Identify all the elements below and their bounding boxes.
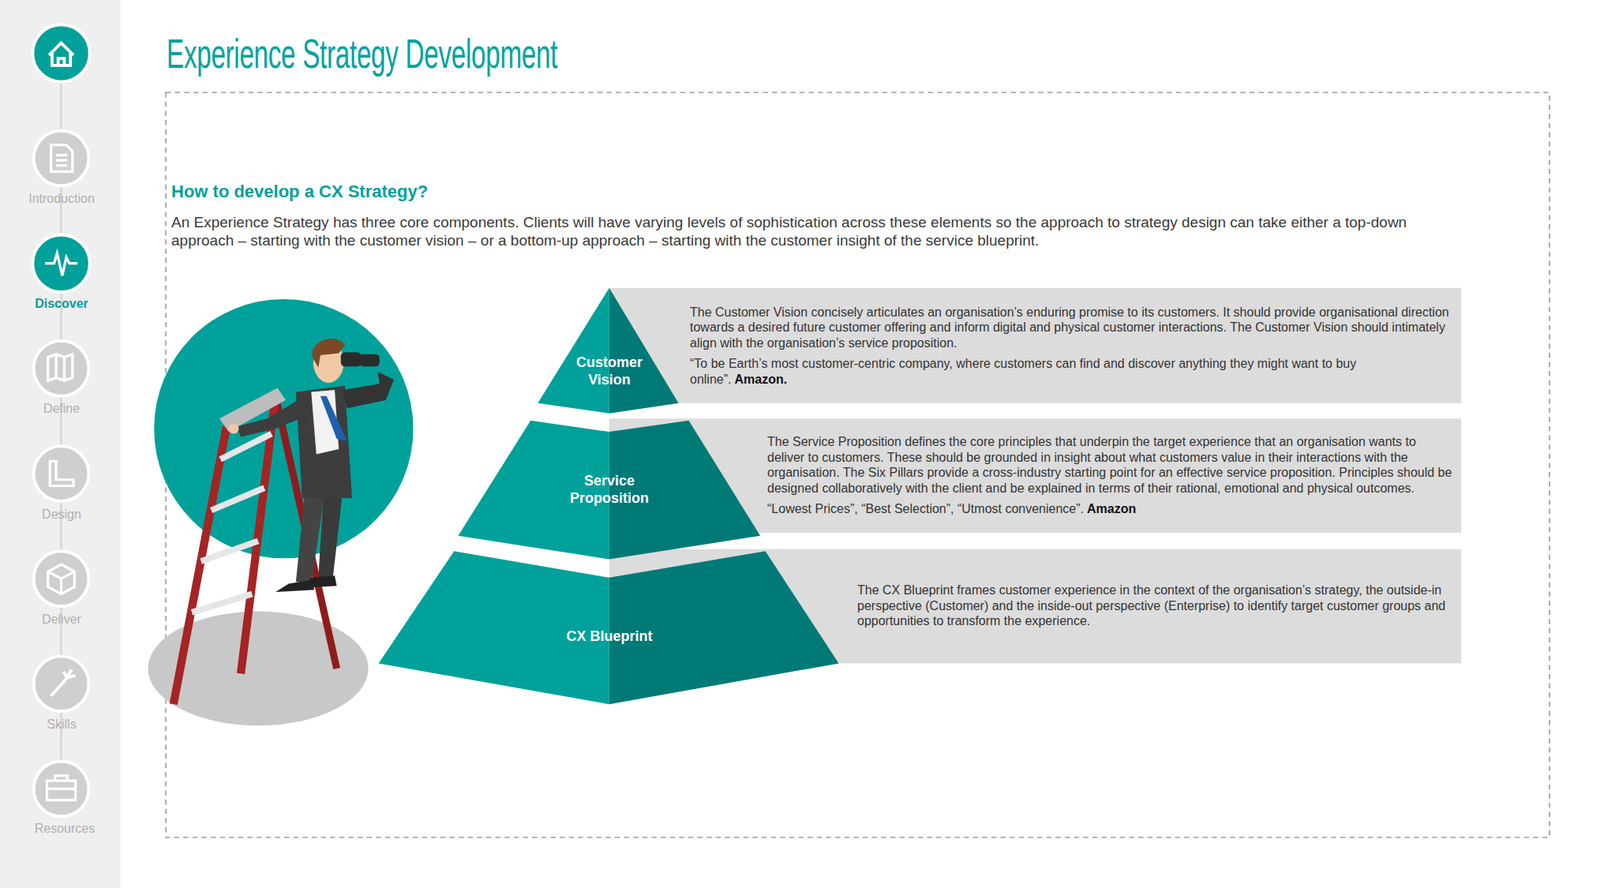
company-name: Amazon: [1086, 502, 1136, 516]
man-on-ladder: [191, 434, 272, 613]
sidebar: [32, 24, 90, 82]
description-band: The CX Blueprint frames customer experie…: [857, 548, 1456, 664]
sidebar: [48, 354, 73, 382]
sidebar: [33, 445, 90, 502]
man-on-ladder: [236, 400, 307, 438]
sidebar: [44, 253, 78, 276]
page-title: Experience Strategy Development: [166, 29, 558, 78]
sidebar: [33, 550, 90, 607]
man-on-ladder: [342, 371, 394, 409]
pyramid: [537, 288, 609, 414]
pyramid: [457, 420, 609, 560]
sidebar: [46, 775, 75, 801]
sidebar: [33, 655, 90, 712]
man-on-ladder: [191, 594, 252, 613]
pyramid: [609, 420, 761, 560]
tier-label: CX Blueprint: [565, 627, 652, 645]
man-on-ladder: [340, 352, 362, 367]
man-on-ladder: [173, 427, 227, 705]
quote: “To be Earth’s most customer-centric com…: [689, 356, 1357, 386]
intro-text: An Experience Strategy has three core co…: [171, 213, 1466, 250]
nav-label: Introduction: [6, 191, 117, 207]
man-on-ladder: [228, 423, 240, 435]
man-on-ladder: [302, 575, 338, 589]
description: The Service Proposition defines the core…: [767, 434, 1456, 496]
man-on-ladder: [211, 487, 265, 510]
pyramid: [609, 288, 679, 414]
pyramid: [378, 550, 610, 705]
pyramid: [378, 288, 840, 705]
sidebar: [33, 340, 90, 397]
pyramid: [609, 550, 840, 705]
pyramid-tier: CX Blueprint: [522, 620, 697, 652]
nav-label: Resources: [9, 821, 120, 836]
sidebar: [0, 0, 121, 888]
sidebar: [51, 145, 73, 173]
nav-label: Define: [6, 401, 117, 416]
example-quote: “To be Earth’s most customer-centric com…: [689, 355, 1456, 387]
pyramid-tier: Service Proposition: [550, 461, 669, 518]
man-on-ladder: [311, 338, 345, 368]
description-band: The Customer Vision concisely articulate…: [689, 288, 1456, 404]
description: The CX Blueprint frames customer experie…: [857, 582, 1456, 629]
nav-label: Skills: [6, 717, 117, 732]
nav-label: Deliver: [6, 612, 117, 627]
quote: “Lowest Prices”, “Best Selection”, “Utmo…: [767, 502, 1084, 516]
tier-label: Customer Vision: [565, 353, 653, 389]
nav-label: Design: [6, 507, 117, 522]
description: The Customer Vision concisely articulate…: [689, 304, 1456, 351]
man-on-ladder: [359, 354, 380, 368]
sidebar: [33, 131, 90, 187]
sidebar: [48, 42, 74, 65]
grey-bands: [609, 288, 1462, 404]
man-on-ladder: [296, 385, 353, 499]
tier-label: Service Proposition: [550, 472, 669, 507]
sidebar: [33, 761, 90, 817]
nav-label: Discover: [6, 296, 117, 312]
pyramid-tier: Customer Vision: [565, 339, 653, 403]
man-on-ladder: [147, 299, 413, 726]
man-on-ladder: [201, 540, 259, 562]
sidebar: [49, 460, 74, 486]
man-on-ladder: [320, 396, 348, 442]
sidebar: [32, 234, 90, 292]
sidebar: [51, 669, 76, 697]
sidebar: [0, 0, 121, 888]
description-band: The Service Proposition defines the core…: [767, 418, 1456, 533]
sidebar: [48, 564, 75, 594]
man-on-ladder: [220, 434, 272, 460]
example-quote: “Lowest Prices”, “Best Selection”, “Utmo…: [767, 501, 1456, 517]
section-heading: How to develop a CX Strategy?: [171, 181, 428, 203]
company-name: Amazon.: [734, 372, 787, 386]
